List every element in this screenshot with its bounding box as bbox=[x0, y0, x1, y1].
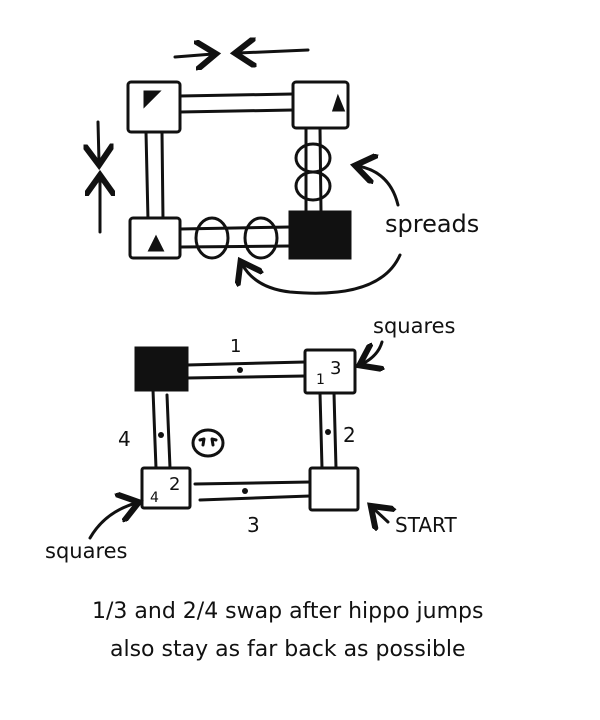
triangle-icon bbox=[331, 93, 346, 112]
bridge-bottom-loops bbox=[178, 216, 292, 260]
curved-arrow-up bbox=[358, 166, 400, 207]
square-label-small: 1 bbox=[316, 372, 325, 388]
bridge-label-2: 2 bbox=[343, 423, 356, 447]
note-line-2: also stay as far back as possible bbox=[110, 637, 466, 662]
bridge-label-4: 4 bbox=[118, 427, 131, 451]
arrow-to-square-top-right bbox=[362, 340, 382, 364]
arrow-down-icon bbox=[98, 120, 99, 162]
square-top-left bbox=[126, 80, 182, 134]
square-top-right bbox=[291, 80, 350, 130]
arrow-to-square-bottom-left bbox=[88, 503, 136, 540]
arrow-right-icon bbox=[173, 54, 213, 57]
square-bottom-right-start bbox=[308, 466, 360, 512]
square-bottom-left: 4 2 bbox=[140, 466, 192, 510]
top-diagram: spreads bbox=[98, 50, 479, 295]
note-line-1: 1/3 and 2/4 swap after hippo jumps bbox=[92, 599, 483, 624]
square-label-big: 3 bbox=[330, 358, 341, 379]
arrow-to-start bbox=[373, 508, 388, 522]
bridge-2 bbox=[318, 391, 338, 470]
bridge-label-1: 1 bbox=[230, 336, 241, 357]
bridge-label-3: 3 bbox=[247, 513, 260, 537]
bridge-3 bbox=[193, 480, 312, 502]
label-spreads: spreads bbox=[385, 210, 479, 238]
bridge-4 bbox=[151, 388, 172, 470]
label-squares-bottom: squares bbox=[45, 539, 127, 563]
notes: 1/3 and 2/4 swap after hippo jumps also … bbox=[92, 599, 483, 662]
arrow-left-icon bbox=[238, 50, 310, 53]
square-bottom-right-filled bbox=[288, 210, 352, 260]
bridge-left bbox=[144, 130, 165, 222]
square-top-left-filled bbox=[134, 346, 189, 392]
curved-arrow-left bbox=[242, 253, 402, 295]
bridge-1 bbox=[185, 360, 307, 380]
hippo-face-icon bbox=[191, 428, 225, 458]
square-label-small: 4 bbox=[150, 490, 159, 506]
triangle-icon bbox=[143, 90, 162, 109]
bottom-diagram: 1 3 4 2 1 2 3 4 squares squares START bbox=[45, 314, 457, 563]
square-label-big: 2 bbox=[169, 474, 180, 495]
triangle-icon bbox=[147, 234, 165, 252]
square-top-right: 1 3 bbox=[303, 348, 357, 395]
bridge-top bbox=[178, 92, 295, 114]
label-squares-top: squares bbox=[373, 314, 455, 338]
bridge-right-loops bbox=[294, 126, 332, 214]
square-bottom-left bbox=[128, 216, 182, 260]
label-start: START bbox=[395, 513, 457, 537]
